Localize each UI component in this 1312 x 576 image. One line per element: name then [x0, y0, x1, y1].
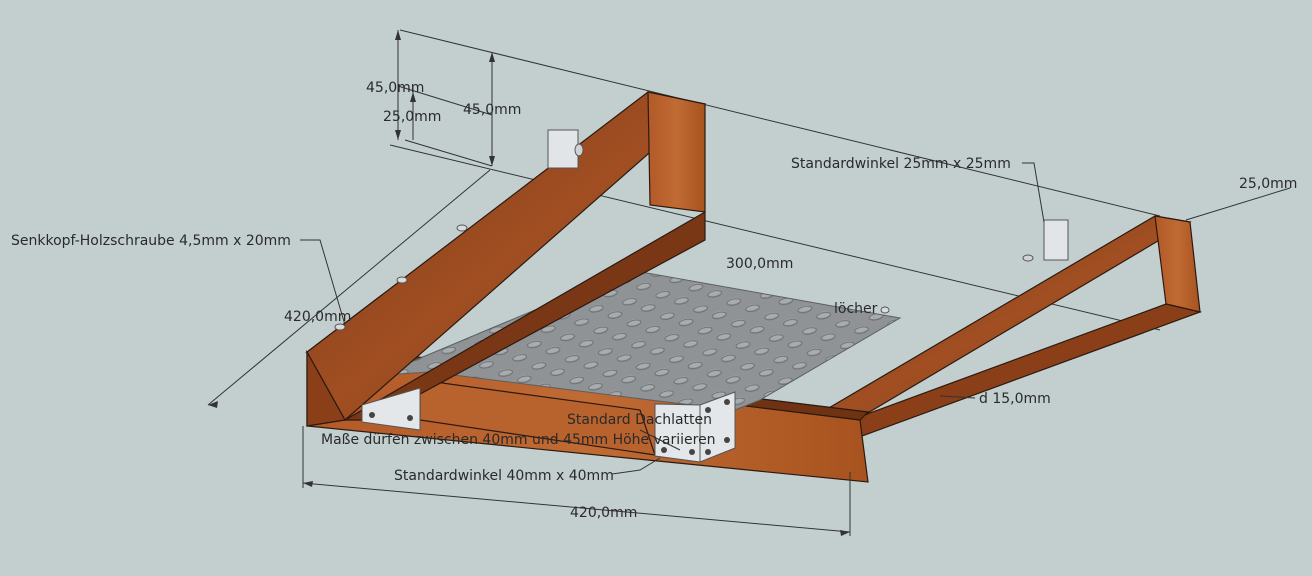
dim-line-top-long	[399, 29, 1161, 217]
leader-15	[939, 395, 976, 399]
batten-left	[306, 91, 707, 427]
dim-arrow	[208, 401, 218, 408]
bracket-small-left	[547, 129, 584, 169]
dim-arrow	[410, 92, 416, 102]
checker-plate	[379, 269, 902, 411]
dim-label-300: 300,0mm	[726, 256, 793, 272]
leader-bracket-large	[611, 457, 661, 475]
dim-arrow	[303, 481, 313, 487]
leader-bracket-small	[1022, 162, 1045, 223]
dim-label-420-bottom: 420,0mm	[570, 505, 637, 521]
label-screw: Senkkopf-Holzschraube 4,5mm x 20mm	[11, 233, 291, 249]
leader-screw	[300, 239, 346, 326]
bracket-large-right	[654, 391, 736, 463]
dim-label-45-left: 45,0mm	[366, 80, 424, 96]
dim-420-bottom-line	[302, 482, 851, 533]
dim-arrow	[395, 130, 401, 140]
dim-label-15: d 15,0mm	[979, 391, 1051, 407]
dim-label-420-left: 420,0mm	[284, 309, 351, 325]
dim-ext	[397, 85, 493, 116]
dim-line-420-diag	[207, 169, 491, 406]
dim-arrow	[840, 530, 850, 536]
bracket-small-right	[1022, 219, 1069, 262]
dim-ext	[404, 139, 493, 167]
screw-heads	[334, 224, 890, 331]
dim-25-right-line	[1185, 187, 1291, 221]
dim-arrow	[489, 52, 495, 62]
dim-label-25-left: 25,0mm	[383, 109, 441, 125]
label-holes-partial: löcher	[834, 301, 878, 317]
dim-label-25-right: 25,0mm	[1239, 176, 1297, 192]
label-battens-note: Maße dürfen zwischen 40mm und 45mm Höhe …	[321, 432, 716, 448]
bracket-large-left	[361, 387, 421, 431]
dim-arrow	[395, 30, 401, 40]
dim-label-45-right: 45,0mm	[463, 102, 521, 118]
leader-battens	[639, 429, 681, 451]
label-bracket-large: Standardwinkel 40mm x 40mm	[394, 468, 614, 484]
dim-arrow	[489, 156, 495, 166]
label-battens-title: Standard Dachlatten	[567, 412, 712, 428]
label-bracket-small: Standardwinkel 25mm x 25mm	[791, 156, 1011, 172]
